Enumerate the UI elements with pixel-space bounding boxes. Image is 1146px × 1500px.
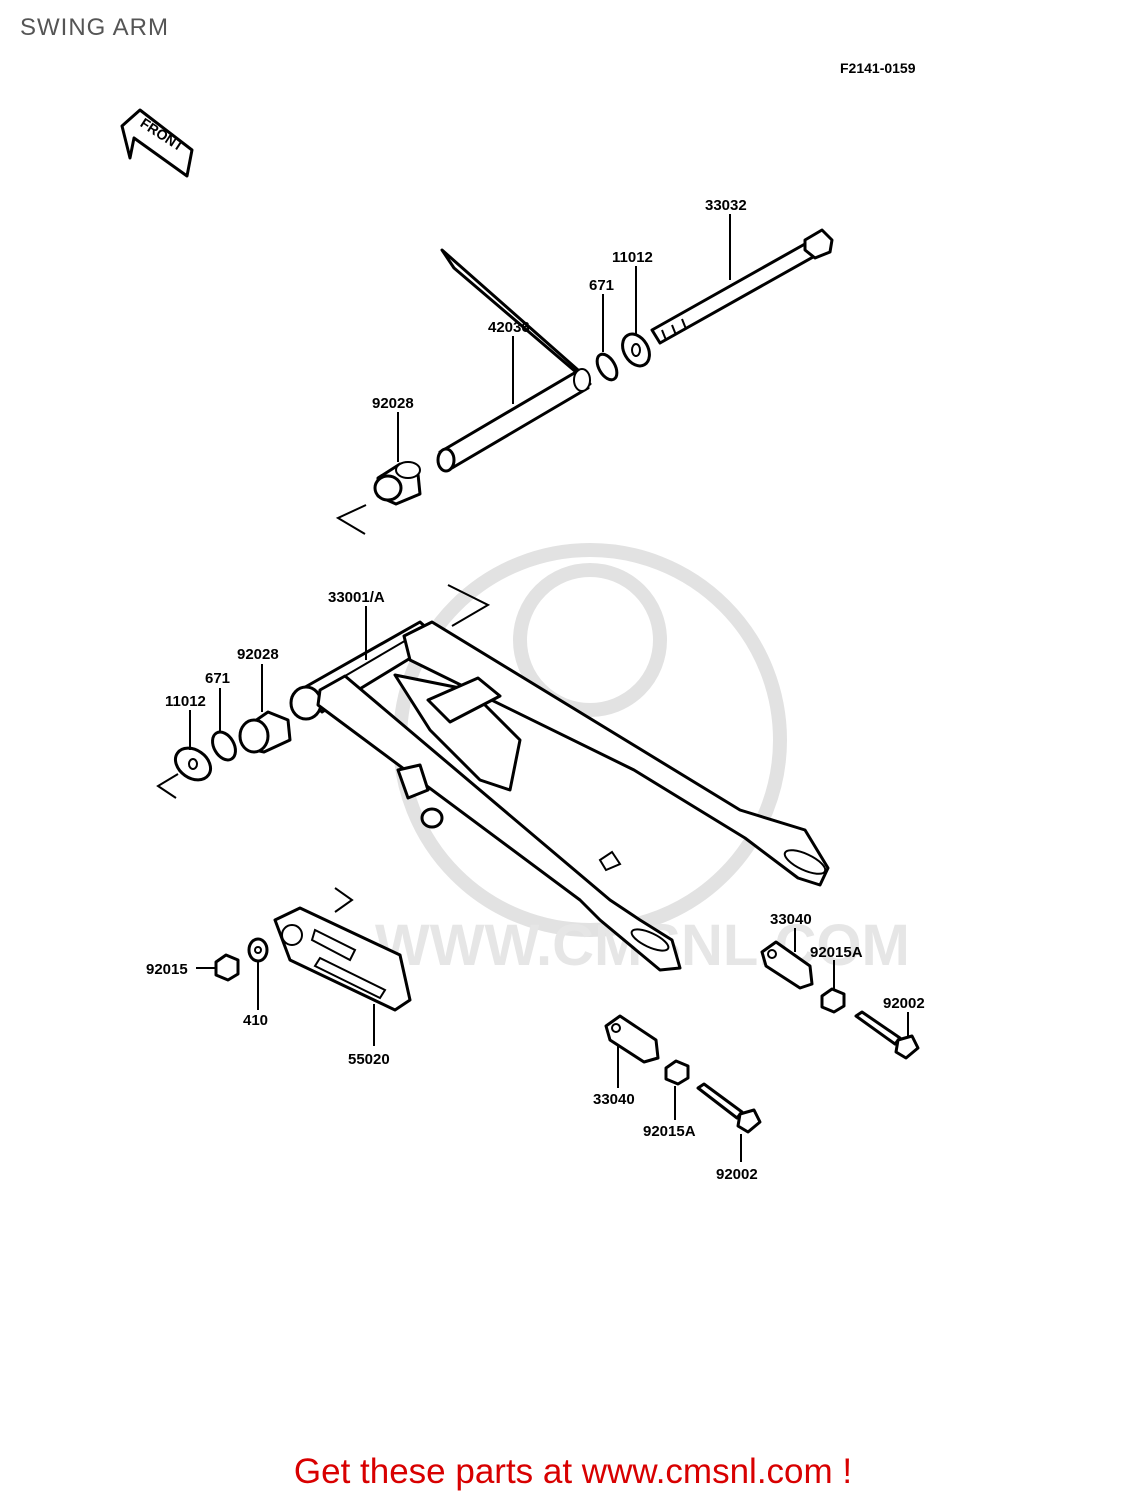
chain-guard-55020 xyxy=(273,906,412,1012)
sleeve-42036 xyxy=(436,248,592,473)
part-label-92002-bottom: 92002 xyxy=(716,1166,758,1183)
part-label-33001: 33001/A xyxy=(328,589,385,606)
part-label-33032: 33032 xyxy=(705,197,747,214)
part-label-92028-top: 92028 xyxy=(372,395,414,412)
nut-92015 xyxy=(214,953,240,982)
part-label-92015A-bottom: 92015A xyxy=(643,1123,696,1140)
collar-11012-top xyxy=(621,332,651,368)
part-label-11012-left: 11012 xyxy=(165,693,206,710)
adjuster-33040-bottom xyxy=(604,1014,660,1064)
part-label-92015: 92015 xyxy=(146,961,188,978)
front-arrow-icon: FRONT xyxy=(120,108,194,178)
reference-mark-chain xyxy=(334,887,354,913)
part-label-410: 410 xyxy=(243,1012,268,1029)
ring-671-left xyxy=(211,730,237,762)
diagram-code: F2141-0159 xyxy=(840,60,916,76)
bushing-92028-left xyxy=(238,710,292,754)
bolt-92002-bottom xyxy=(696,1082,762,1134)
swing-arm-33001 xyxy=(289,620,830,972)
part-label-55020: 55020 xyxy=(348,1051,390,1068)
reference-mark-left xyxy=(156,773,179,799)
washer-410 xyxy=(247,937,269,963)
part-label-11012-top: 11012 xyxy=(612,249,653,266)
swing-arm-diagram: WWW.CMSNL.COM FRONT xyxy=(120,108,925,1183)
nut-92015A-bottom xyxy=(664,1059,690,1086)
ring-671-top xyxy=(595,352,619,382)
bushing-92028-top xyxy=(373,461,422,506)
bolt-92002-right xyxy=(854,1010,920,1060)
collar-11012-left xyxy=(173,746,213,782)
part-labels: 33032 11012 671 42036 92028 33001/A 9202… xyxy=(146,197,925,1183)
promo-link[interactable]: Get these parts at www.cmsnl.com ! xyxy=(293,1452,853,1491)
adjuster-33040-right xyxy=(760,940,814,990)
page-title: SWING ARM xyxy=(20,14,170,41)
part-label-33040-right: 33040 xyxy=(770,911,812,928)
reference-mark-mid xyxy=(447,584,491,627)
part-label-92028-left: 92028 xyxy=(237,646,279,663)
part-label-671-left: 671 xyxy=(205,670,230,687)
part-label-92015A-right: 92015A xyxy=(810,944,863,961)
part-label-33040-bottom: 33040 xyxy=(593,1091,635,1108)
part-label-92002-right: 92002 xyxy=(883,995,925,1012)
part-label-42036: 42036 xyxy=(488,319,530,336)
part-label-671-top: 671 xyxy=(589,277,614,294)
pivot-bolt-33032 xyxy=(650,228,834,345)
leader-lines xyxy=(189,214,909,1162)
reference-mark-top xyxy=(335,504,367,535)
nut-92015A-right xyxy=(820,987,846,1014)
